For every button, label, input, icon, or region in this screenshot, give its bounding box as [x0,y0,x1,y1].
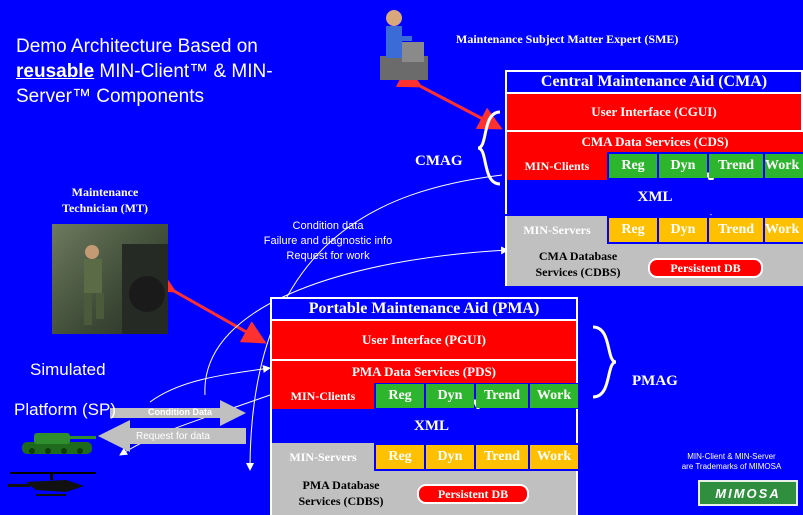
mt-pma-link [149,270,267,344]
pma-client-work: Work [530,384,578,408]
trademark-line1: MIN-Client & MIN-Server [687,452,776,461]
cma-box: Central Maintenance Aid (CMA) User Inter… [505,70,803,286]
cma-dbs-line1: CMA Database [538,249,618,263]
pma-persistent-db: Persistent DB [417,484,529,504]
mt-label-line1: Maintenance [71,185,139,199]
cma-client-reg: Reg [609,154,657,178]
page-title: Demo Architecture Based on reusable MIN-… [16,34,336,109]
cma-client-trend: Trend [709,154,763,178]
flow-line3: Request for work [286,250,370,262]
pma-xml: XML [270,409,578,443]
technician-photo [52,224,168,334]
cma-client-dyn: Dyn [659,154,707,178]
cma-servers-label: MIN-Servers [505,216,607,244]
pma-servers-label: MIN-Servers [270,443,374,471]
simulated-label: Simulated [30,360,106,379]
request-data-label: Request for data [136,431,210,442]
pma-box: Portable Maintenance Aid (PMA) User Inte… [270,297,578,515]
cma-client-work: Work [765,154,803,178]
cma-clients-label: MIN-Clients [505,152,607,180]
sme-cma-link [395,65,503,130]
tank-icon [16,424,96,458]
sme-person-icon [376,6,432,82]
mt-label-line2: Technician (MT) [62,201,148,215]
pma-client-reg: Reg [376,384,424,408]
cma-server-reg: Reg [609,218,657,242]
title-line1: Demo Architecture Based on [16,36,258,57]
pma-server-work: Work [530,445,578,469]
trademark-note: MIN-Client & MIN-Server are Trademarks o… [660,452,803,472]
pma-dbs-label: PMA Database Services (CDBS) [276,477,406,509]
cma-persistent-db: Persistent DB [648,258,763,278]
title-line2-rest: MIN-Client™ & MIN- [94,61,273,82]
cma-flow-curve [246,174,503,471]
cma-ui: User Interface (CGUI) [505,94,803,132]
pma-server-dyn: Dyn [426,445,474,469]
flow-text: Condition data Failure and diagnostic in… [238,219,418,264]
mt-label: Maintenance Technician (MT) [40,184,170,216]
pma-client-dyn: Dyn [426,384,474,408]
pma-ds: PMA Data Services (PDS) [270,361,578,383]
platform-cma-curve [204,246,509,396]
pma-sp-curve [119,394,271,456]
cma-server-trend: Trend [709,218,763,242]
pma-server-trend: Trend [476,445,528,469]
cmag-label: CMAG [415,153,463,169]
sp-pma-curve [149,365,271,403]
pmag-label: PMAG [632,373,678,389]
pma-server-reg: Reg [376,445,424,469]
cma-dbs-line2: Services (CDBS) [535,265,621,279]
title-line3: Server™ Components [16,86,204,107]
platform-label: Platform (SP) [14,400,117,419]
pma-client-trend: Trend [476,384,528,408]
trademark-line2: are Trademarks of MIMOSA [681,462,782,471]
pmag-brace [592,325,617,399]
pma-ui: User Interface (PGUI) [270,321,578,361]
cma-dbs-label: CMA Database Services (CDBS) [513,248,643,280]
cma-server-work: Work [765,218,803,242]
flow-line1: Condition data [292,220,364,232]
cma-title: Central Maintenance Aid (CMA) [505,70,803,94]
title-reusable: reusable [16,61,95,82]
flow-line2: Failure and diagnostic info [263,235,393,247]
helicopter-icon [6,466,98,502]
condition-data-arrow [110,400,246,426]
pma-dbs-line1: PMA Database [302,478,380,492]
cmag-brace [477,110,501,186]
pma-dbs-line2: Services (CDBS) [298,494,384,508]
pma-clients-label: MIN-Clients [270,383,374,409]
request-data-arrow [98,420,246,452]
cma-ds: CMA Data Services (CDS) [505,132,803,152]
pma-title: Portable Maintenance Aid (PMA) [270,297,578,321]
cma-server-dyn: Dyn [659,218,707,242]
mimosa-logo: MIMOSA [698,480,798,506]
mimosa-logo-text: MIMOSA [715,485,781,501]
sme-label: Maintenance Subject Matter Expert (SME) [456,32,679,46]
cma-xml: XML [505,180,803,214]
condition-data-label: Condition Data [148,407,212,417]
